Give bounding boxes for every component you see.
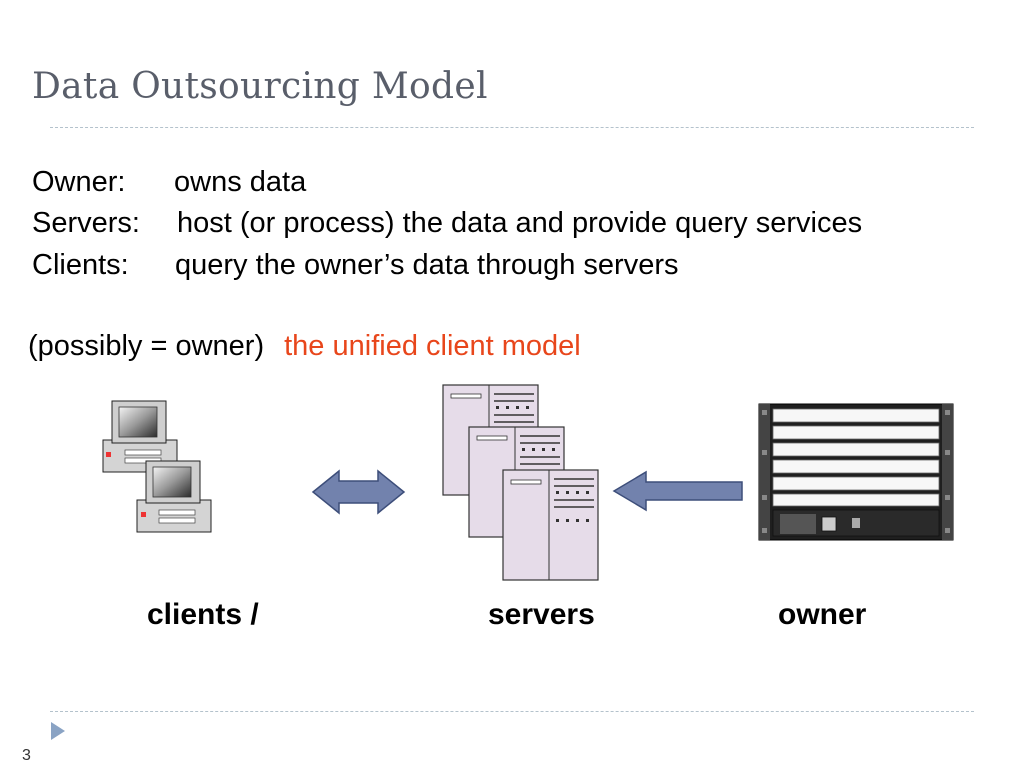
clients-definition: Clients: query the owner’s data through s… xyxy=(32,249,679,282)
client-computer-icon xyxy=(102,400,178,473)
unified-model-note: (possibly = owner) the unified client mod… xyxy=(28,330,581,363)
clients-text: query the owner’s data through servers xyxy=(175,249,679,281)
title-divider xyxy=(50,127,974,128)
unified-model-highlight: the unified client model xyxy=(284,330,581,362)
possibly-owner-text: (possibly = owner) xyxy=(28,330,265,362)
page-number: 3 xyxy=(22,747,31,764)
owner-text: owns data xyxy=(174,166,307,198)
bidirectional-arrow xyxy=(311,469,406,515)
client-computer-icon xyxy=(136,460,212,533)
left-arrow xyxy=(612,470,743,512)
servers-text: host (or process) the data and provide q… xyxy=(177,207,863,239)
clients-label: Clients: xyxy=(32,249,129,281)
servers-caption: servers xyxy=(488,598,595,631)
clients-caption: clients / xyxy=(147,598,259,631)
footer-divider xyxy=(50,711,974,712)
owner-rack-server-icon xyxy=(758,403,954,541)
servers-definition: Servers: host (or process) the data and p… xyxy=(32,207,862,240)
slide-title: Data Outsourcing Model xyxy=(32,66,488,107)
triangle-bullet-icon xyxy=(51,722,65,740)
owner-definition: Owner: owns data xyxy=(32,166,306,199)
server-tower-icon xyxy=(502,469,599,581)
owner-label: Owner: xyxy=(32,166,126,198)
owner-caption: owner xyxy=(778,598,867,631)
servers-label: Servers: xyxy=(32,207,140,239)
